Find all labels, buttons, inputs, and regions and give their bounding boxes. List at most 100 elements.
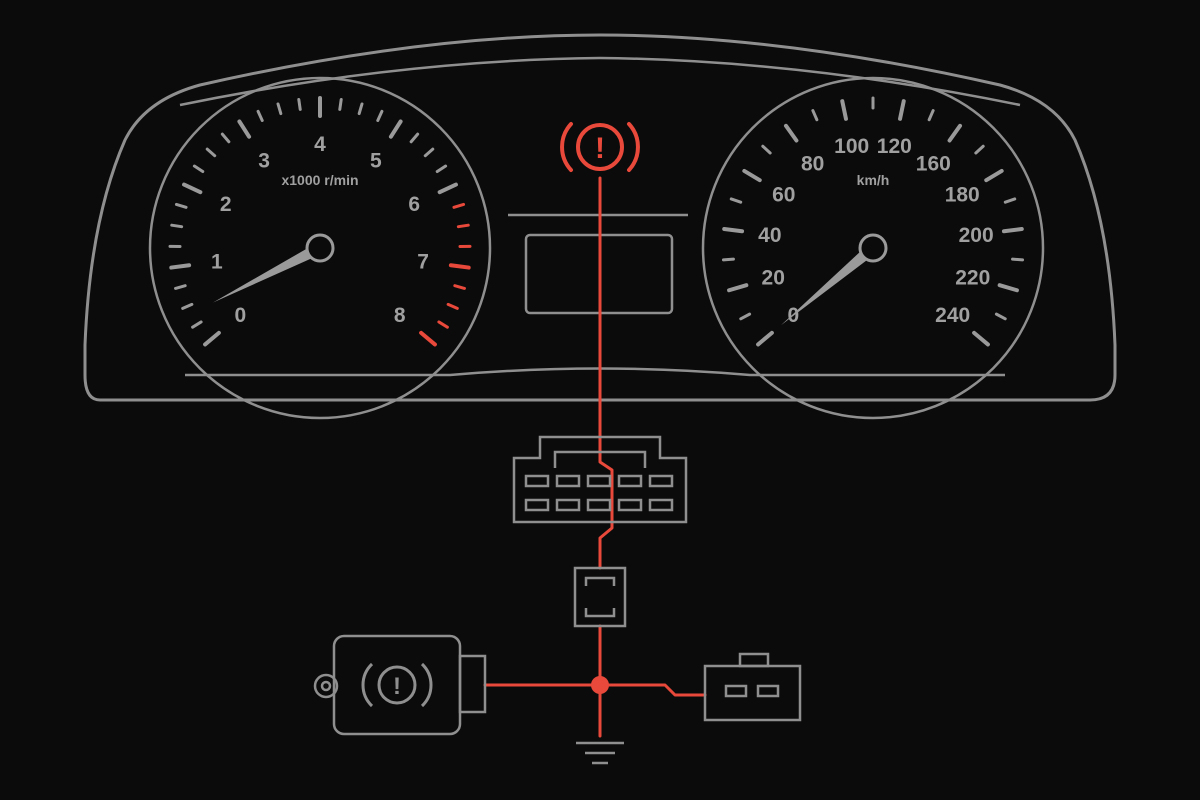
- major-tick: [1001, 227, 1024, 234]
- major-tick: [203, 330, 221, 347]
- speedometer: 020406080100120160180200220240 km/h: [701, 76, 1045, 420]
- gauge-label: 1: [211, 251, 223, 274]
- tachometer-unit-label: x1000 r/min: [281, 172, 358, 188]
- gauge-label: 200: [959, 224, 994, 247]
- connector-pin: [648, 498, 674, 512]
- speedometer-bezel: [701, 76, 1045, 420]
- minor-tick: [453, 284, 466, 290]
- minor-tick: [297, 98, 302, 111]
- connector-pin: [524, 474, 550, 488]
- gauge-label: 3: [258, 149, 270, 172]
- connector-pin: [586, 474, 612, 488]
- speedometer-ticks: [721, 96, 1025, 347]
- switch-symbol-right-arc: [420, 662, 433, 708]
- gauge-label: 60: [772, 184, 795, 207]
- major-tick: [169, 263, 192, 270]
- major-tick: [437, 182, 458, 195]
- switch-symbol-circle: [377, 665, 417, 705]
- gauge-label: 40: [758, 224, 781, 247]
- tachometer-needle: [213, 242, 323, 303]
- minor-tick: [974, 144, 985, 155]
- minor-tick: [435, 164, 448, 173]
- tachometer-ticks: [168, 96, 472, 347]
- sensor-connector-body: [703, 664, 802, 722]
- connector-pin: [524, 498, 550, 512]
- ground-icon: [576, 741, 624, 765]
- major-tick: [840, 99, 848, 121]
- major-tick: [448, 263, 471, 270]
- minor-tick: [409, 132, 420, 144]
- gauge-label: 80: [801, 152, 824, 175]
- minor-tick: [927, 109, 935, 122]
- warning-lamp-right-arc: [627, 122, 640, 172]
- warning-circuit-wire: [483, 176, 707, 738]
- minor-tick: [192, 164, 205, 173]
- connector-pin: [648, 474, 674, 488]
- brake-warning-icon: !: [560, 122, 640, 172]
- connector-pin: [555, 498, 581, 512]
- fuse-icon: [573, 566, 627, 628]
- gauge-label: 8: [394, 304, 406, 327]
- major-tick: [947, 123, 963, 143]
- major-tick: [727, 283, 749, 293]
- gauge-label: 120: [877, 135, 912, 158]
- tachometer-hub: [305, 233, 335, 263]
- minor-tick: [423, 147, 435, 158]
- gauge-label: 0: [234, 304, 246, 327]
- major-tick: [419, 330, 437, 347]
- minor-tick: [994, 312, 1007, 321]
- gauge-label: 20: [762, 266, 785, 289]
- cluster-connector-latch: [553, 450, 647, 468]
- parking-brake-switch-icon: !: [313, 634, 487, 736]
- major-tick: [742, 168, 762, 183]
- minor-tick: [174, 202, 188, 209]
- fuse-top-clip: [584, 576, 616, 586]
- major-tick: [388, 119, 403, 139]
- switch-mount-tab: [313, 673, 339, 699]
- wire-junction: [591, 676, 609, 694]
- fuse-body: [573, 566, 627, 628]
- major-tick: [756, 330, 774, 347]
- minor-tick: [170, 223, 184, 229]
- gauge-label: 100: [834, 135, 869, 158]
- minor-tick: [729, 197, 743, 204]
- major-tick: [972, 330, 990, 347]
- connector-pin: [555, 474, 581, 488]
- minor-tick: [761, 144, 772, 155]
- switch-symbol-glyph: !: [393, 673, 401, 700]
- switch-plug: [458, 654, 487, 714]
- switch-mount-hole: [320, 680, 332, 692]
- cluster-inner-bezel: [185, 367, 1005, 377]
- minor-tick: [1003, 197, 1017, 204]
- gauge-label: 240: [935, 304, 970, 327]
- warning-lamp-left-arc: [560, 122, 573, 172]
- minor-tick: [1011, 257, 1025, 262]
- major-tick: [722, 227, 745, 234]
- wire-to-sensor-connector: [598, 683, 707, 697]
- minor-tick: [220, 132, 231, 144]
- warning-lamp-circle: [576, 123, 624, 171]
- major-tick: [182, 182, 203, 195]
- cluster-connector-pins: [524, 474, 674, 512]
- gauge-label: 5: [370, 149, 382, 172]
- major-tick: [898, 99, 906, 121]
- gauge-label: 2: [220, 193, 232, 216]
- minor-tick: [376, 109, 384, 122]
- connector-pin: [617, 498, 643, 512]
- cluster-connector-body: [512, 435, 688, 524]
- gauge-label: 7: [417, 251, 429, 274]
- gauge-label: 180: [945, 184, 980, 207]
- sensor-connector-pin-2: [756, 684, 780, 698]
- connector-pin: [617, 474, 643, 488]
- speedometer-needle: [781, 243, 877, 326]
- gauge-label: 220: [955, 266, 990, 289]
- major-tick: [237, 119, 252, 139]
- gauge-label: 4: [314, 133, 326, 156]
- gauge-label: 160: [916, 152, 951, 175]
- minor-tick: [437, 320, 449, 329]
- switch-symbol-left-arc: [361, 662, 374, 708]
- minor-tick: [174, 284, 187, 290]
- cluster-housing-outer: [83, 33, 1117, 402]
- cluster-hood-line: [179, 56, 1021, 107]
- minor-tick: [721, 257, 735, 262]
